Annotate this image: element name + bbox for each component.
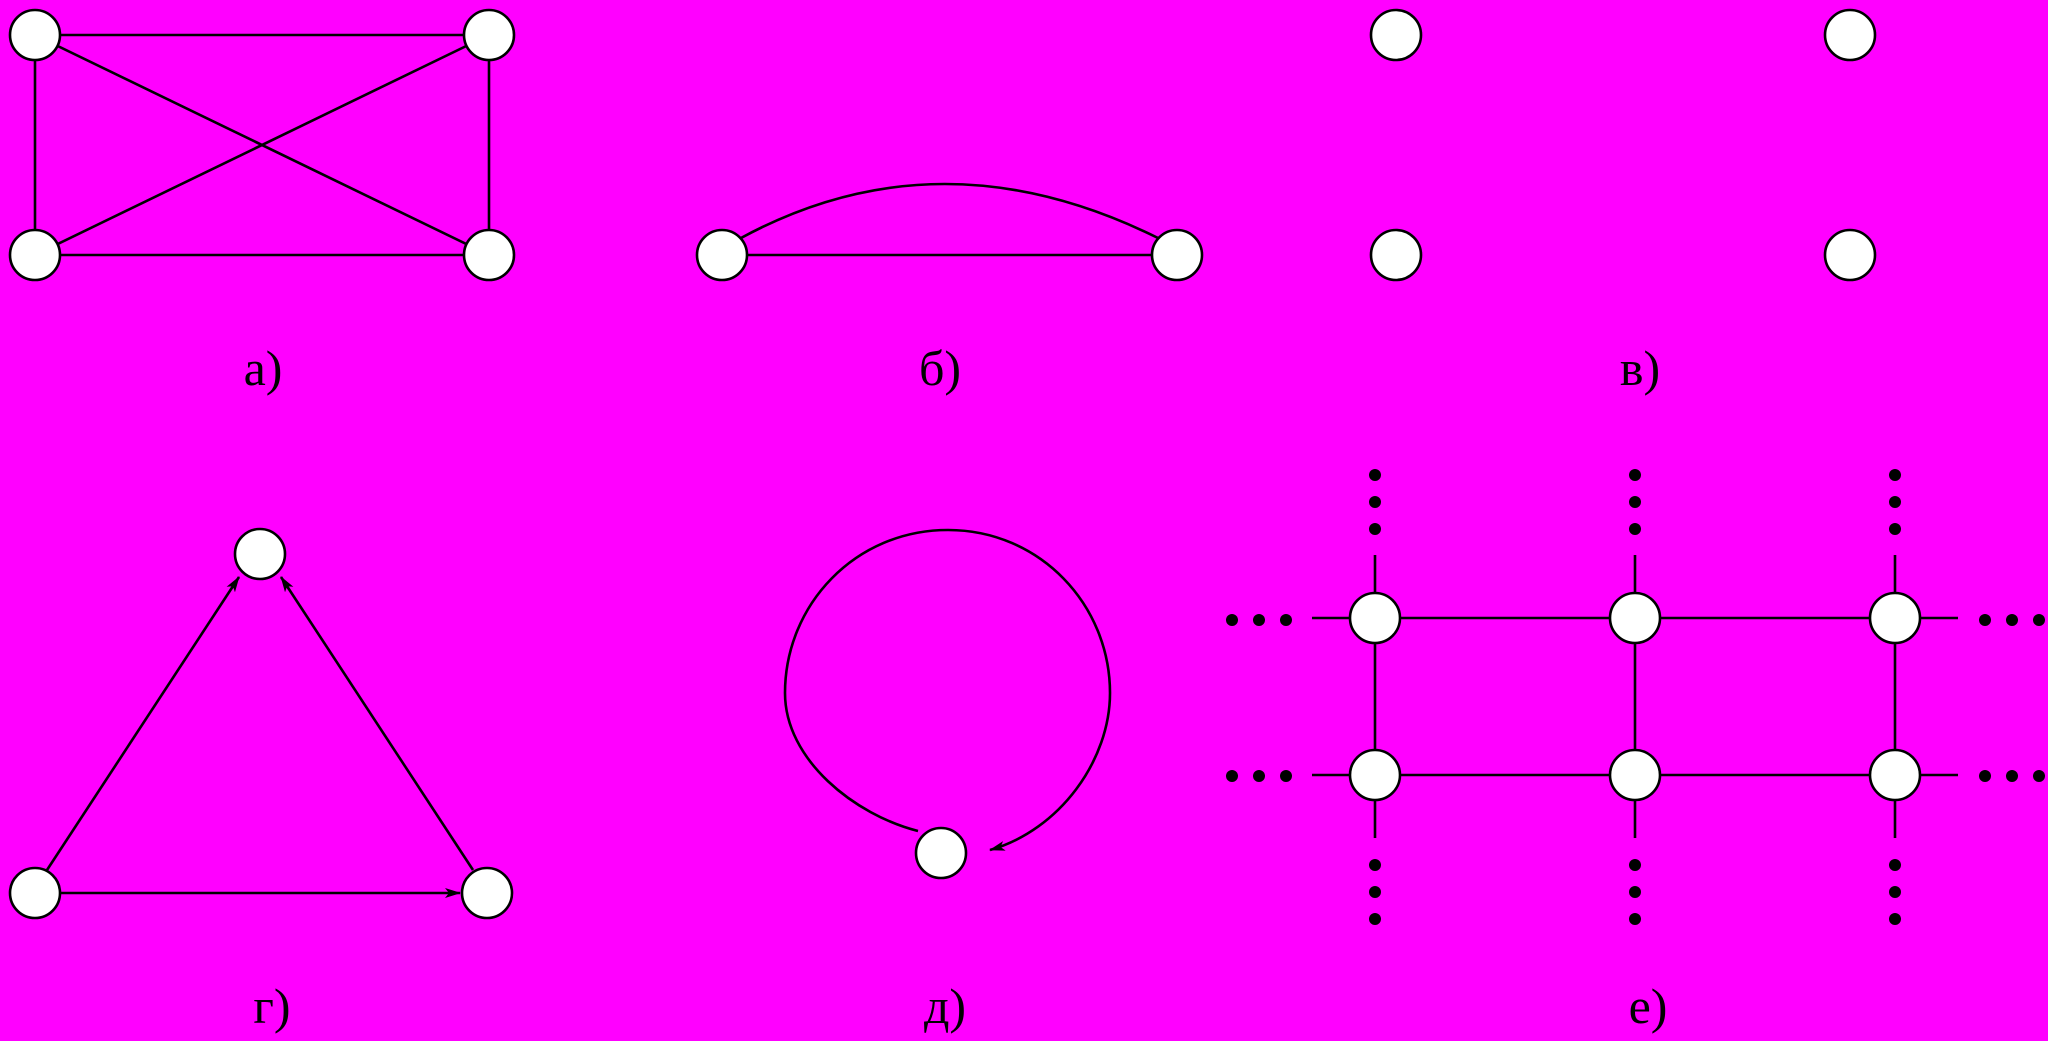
panel-a-complete-graph: а) — [8, 8, 516, 396]
caption-v: в) — [1620, 340, 1660, 396]
vertex — [1823, 8, 1877, 62]
vertex — [1868, 591, 1922, 645]
vertex — [1369, 8, 1423, 62]
vertex — [1150, 228, 1204, 282]
panel-d-loop: д) — [783, 528, 1112, 1034]
edge — [34, 33, 490, 257]
vertex — [8, 8, 62, 62]
vertex — [1348, 748, 1402, 802]
ellipsis-dots — [1369, 469, 1901, 535]
vertex — [1348, 591, 1402, 645]
vertex — [1608, 748, 1662, 802]
vertex — [8, 228, 62, 282]
caption-a: а) — [244, 340, 283, 396]
curved-edge — [740, 182, 1159, 240]
ellipsis-dots — [1226, 614, 1292, 782]
ellipsis-dots — [1979, 614, 2045, 782]
vertex — [1369, 228, 1423, 282]
panel-b-multigraph: б) — [695, 182, 1204, 396]
vertex — [914, 826, 968, 880]
vertex — [462, 228, 516, 282]
vertex — [1868, 748, 1922, 802]
ellipsis-dots — [1369, 859, 1901, 925]
vertex — [695, 228, 749, 282]
panel-g-directed-graph: г) — [8, 527, 514, 1034]
vertex — [462, 8, 516, 62]
caption-b: б) — [919, 340, 961, 396]
caption-e: е) — [1629, 978, 1668, 1034]
caption-d: д) — [924, 978, 966, 1034]
caption-g: г) — [253, 978, 290, 1034]
panel-e-infinite-grid: е) — [1226, 469, 2045, 1034]
arc — [279, 576, 475, 871]
vertex — [8, 866, 62, 920]
arc — [45, 576, 241, 871]
panel-v-empty-graph: в) — [1369, 8, 1877, 396]
vertex — [460, 866, 514, 920]
vertex — [1608, 591, 1662, 645]
vertex — [1823, 228, 1877, 282]
vertex — [233, 527, 287, 581]
loop-arc — [783, 528, 1112, 852]
